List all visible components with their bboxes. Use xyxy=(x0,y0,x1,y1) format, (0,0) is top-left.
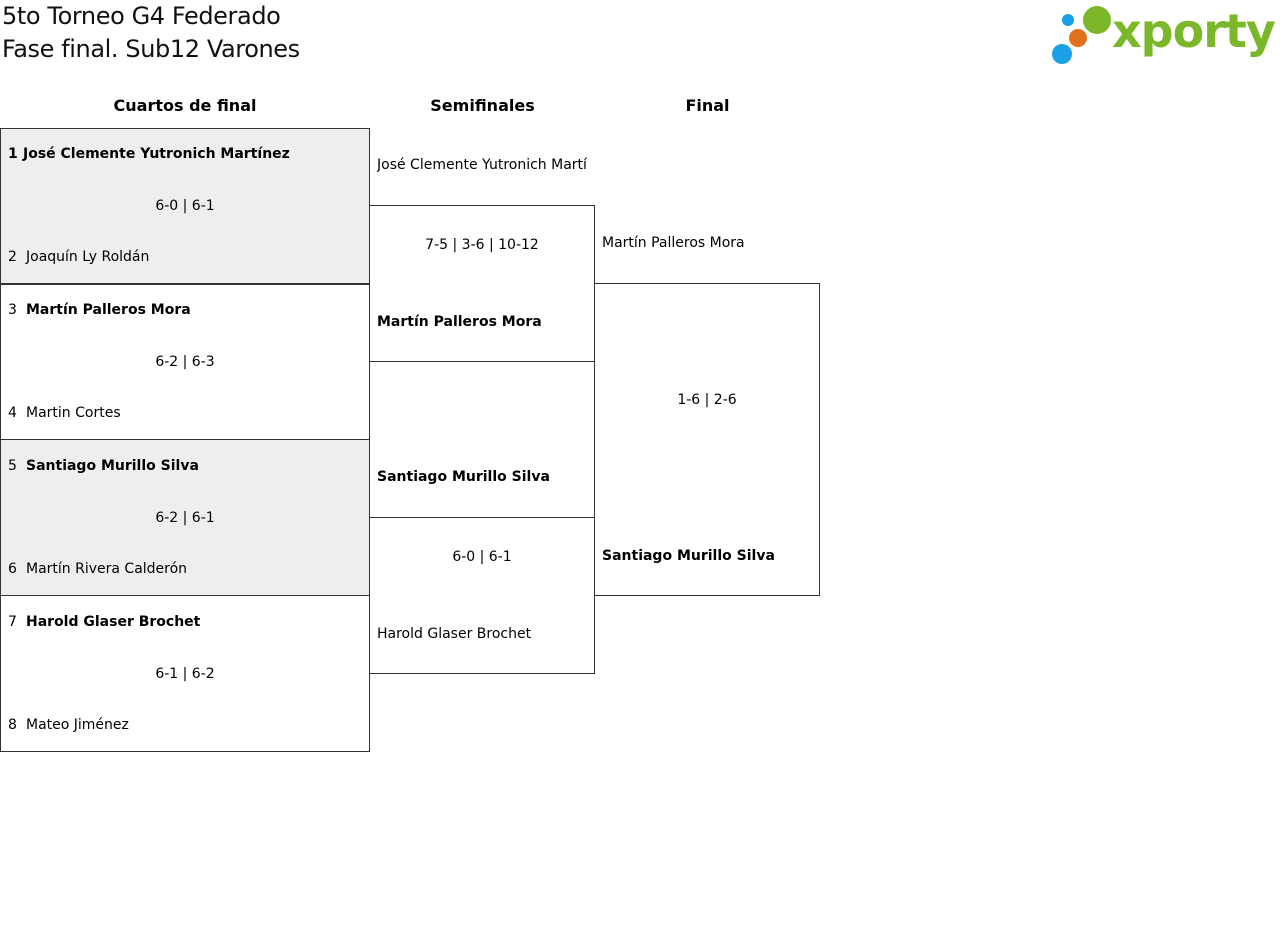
qf2-player1: 3 Martín Palleros Mora xyxy=(8,302,191,318)
qf1-score: 6-0 | 6-1 xyxy=(155,198,215,214)
quarterfinal-match-3[interactable]: 5 Santiago Murillo Silva 6-2 | 6-1 6 Martí… xyxy=(0,439,370,596)
tournament-subtitle: Fase final. Sub12 Varones xyxy=(2,35,300,63)
qf4-player2-seed: 8 xyxy=(8,717,17,733)
qf3-player1-name: Santiago Murillo Silva xyxy=(26,458,199,474)
qf2-player2-name: Martin Cortes xyxy=(26,405,121,421)
round-header-final: Final xyxy=(685,96,730,115)
qf3-player2-name: Martín Rivera Calderón xyxy=(26,561,188,577)
final-player2: Santiago Murillo Silva xyxy=(602,548,775,564)
logo-dot-blue-small xyxy=(1062,14,1074,26)
tournament-title: 5to Torneo G4 Federado xyxy=(2,2,281,30)
qf2-score: 6-2 | 6-3 xyxy=(155,354,215,370)
semifinal-match-1[interactable]: 7-5 | 3-6 | 10-12 Martín Palleros Mora xyxy=(369,205,595,362)
quarterfinal-match-4[interactable]: 7 Harold Glaser Brochet 6-1 | 6-2 8 Mateo … xyxy=(0,595,370,752)
xporty-logo[interactable]: xporty xyxy=(1050,4,1276,68)
qf2-player1-seed: 3 xyxy=(8,302,17,318)
logo-dot-blue-large xyxy=(1052,44,1072,64)
qf3-player2: 6 Martín Rivera Calderón xyxy=(8,561,187,577)
logo-dot-orange xyxy=(1069,29,1087,47)
qf1-player1: 1 José Clemente Yutronich Martínez xyxy=(8,146,290,162)
quarterfinal-match-2[interactable]: 3 Martín Palleros Mora 6-2 | 6-3 4 Martin … xyxy=(0,283,370,440)
sf1-player1: José Clemente Yutronich Martí xyxy=(377,157,587,173)
logo-dot-green xyxy=(1083,6,1111,34)
qf4-player2: 8 Mateo Jiménez xyxy=(8,717,129,733)
sf2-score: 6-0 | 6-1 xyxy=(452,549,512,565)
qf3-player1-seed: 5 xyxy=(8,458,17,474)
final-player1: Martín Palleros Mora xyxy=(602,235,745,251)
quarterfinal-match-1[interactable]: 1 José Clemente Yutronich Martínez 6-0 | … xyxy=(0,128,370,285)
qf4-player2-name: Mateo Jiménez xyxy=(26,717,129,733)
qf4-score: 6-1 | 6-2 xyxy=(155,666,215,682)
qf3-player1: 5 Santiago Murillo Silva xyxy=(8,458,199,474)
qf2-player2-seed: 4 xyxy=(8,405,17,421)
qf4-player1-seed: 7 xyxy=(8,614,17,630)
qf2-player2: 4 Martin Cortes xyxy=(8,405,121,421)
qf4-player1-name: Harold Glaser Brochet xyxy=(26,614,201,630)
qf1-player2-seed: 2 xyxy=(8,249,17,265)
qf1-player1-seed: 1 xyxy=(8,146,18,162)
qf4-player1: 7 Harold Glaser Brochet xyxy=(8,614,200,630)
qf1-player1-name: José Clemente Yutronich Martínez xyxy=(23,146,290,162)
qf3-score: 6-2 | 6-1 xyxy=(155,510,215,526)
final-score: 1-6 | 2-6 xyxy=(677,392,737,408)
sf1-score: 7-5 | 3-6 | 10-12 xyxy=(425,237,539,253)
semifinal-match-2[interactable]: 6-0 | 6-1 Harold Glaser Brochet xyxy=(369,517,595,674)
round-header-semifinals: Semifinales xyxy=(430,96,535,115)
qf1-player2-name: Joaquín Ly Roldán xyxy=(26,249,150,265)
logo-wordmark: xporty xyxy=(1112,4,1276,58)
qf2-player1-name: Martín Palleros Mora xyxy=(26,302,191,318)
qf3-player2-seed: 6 xyxy=(8,561,17,577)
qf1-player2: 2 Joaquín Ly Roldán xyxy=(8,249,149,265)
sf1-player2: Martín Palleros Mora xyxy=(377,314,542,330)
final-match[interactable]: 1-6 | 2-6 Santiago Murillo Silva xyxy=(594,283,820,596)
round-header-quarterfinals: Cuartos de final xyxy=(113,96,257,115)
sf2-player2: Harold Glaser Brochet xyxy=(377,626,532,642)
sf2-player1: Santiago Murillo Silva xyxy=(377,469,550,485)
